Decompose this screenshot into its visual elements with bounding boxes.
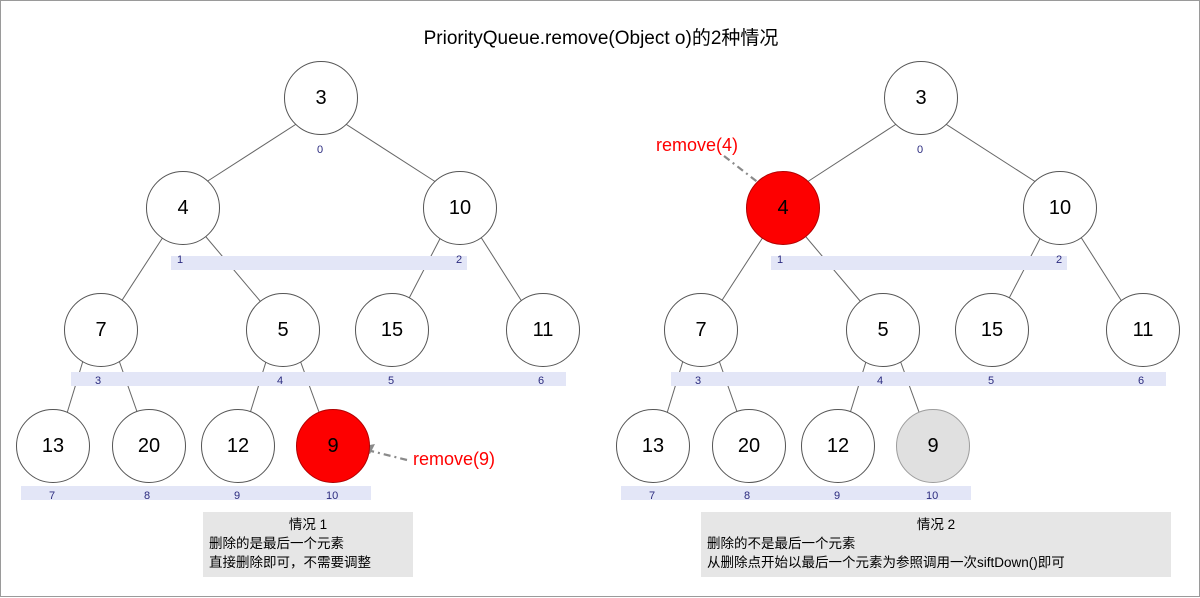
node-index: 8 bbox=[744, 490, 751, 502]
node-index: 4 bbox=[877, 375, 884, 387]
level-bar-left-1 bbox=[171, 256, 467, 270]
node-index: 2 bbox=[1056, 254, 1063, 266]
tree-node[interactable]: 5 bbox=[846, 293, 920, 367]
remove-annotation-left: remove(9) bbox=[413, 449, 496, 469]
node-index: 7 bbox=[49, 490, 56, 502]
tree-node-removed[interactable]: 9 bbox=[296, 409, 370, 483]
tree-node[interactable]: 20 bbox=[712, 409, 786, 483]
node-index: 9 bbox=[834, 490, 841, 502]
node-label: 20 bbox=[137, 434, 161, 457]
tree-node[interactable]: 11 bbox=[1106, 293, 1180, 367]
tree-node-last[interactable]: 9 bbox=[896, 409, 970, 483]
node-index: 3 bbox=[95, 375, 102, 387]
node-label: 9 bbox=[927, 434, 939, 457]
page-title: PriorityQueue.remove(Object o)的2种情况 bbox=[423, 28, 779, 49]
caption-line: 删除的是最后一个元素 bbox=[209, 536, 344, 551]
node-label: 5 bbox=[877, 318, 889, 341]
node-index: 8 bbox=[144, 490, 151, 502]
node-label: 3 bbox=[915, 86, 927, 109]
tree-node[interactable]: 20 bbox=[112, 409, 186, 483]
node-label: 13 bbox=[41, 434, 65, 457]
node-index: 3 bbox=[695, 375, 702, 387]
tree-node[interactable]: 3 bbox=[884, 61, 958, 135]
caption-line: 直接删除即可，不需要调整 bbox=[209, 555, 371, 570]
node-label: 10 bbox=[448, 196, 472, 219]
tree-node[interactable]: 13 bbox=[616, 409, 690, 483]
node-index: 1 bbox=[777, 254, 784, 266]
level-bar-left-3 bbox=[21, 486, 371, 500]
caption-head: 情况 1 bbox=[288, 517, 328, 532]
tree-node[interactable]: 7 bbox=[64, 293, 138, 367]
node-index: 0 bbox=[917, 144, 924, 156]
tree-node[interactable]: 10 bbox=[1023, 171, 1097, 245]
caption-right: 情况 2 删除的不是最后一个元素 从删除点开始以最后一个元素为参照调用一次sif… bbox=[701, 512, 1171, 577]
node-label: 20 bbox=[737, 434, 761, 457]
node-label: 3 bbox=[315, 86, 327, 109]
level-bar-left-2 bbox=[71, 372, 566, 386]
node-label: 15 bbox=[980, 318, 1004, 341]
caption-left: 情况 1 删除的是最后一个元素 直接删除即可，不需要调整 bbox=[203, 512, 413, 577]
tree-node[interactable]: 12 bbox=[801, 409, 875, 483]
node-label: 11 bbox=[1132, 318, 1154, 341]
tree-node[interactable]: 15 bbox=[955, 293, 1029, 367]
tree-node[interactable]: 10 bbox=[423, 171, 497, 245]
tree-node-removed[interactable]: 4 bbox=[746, 171, 820, 245]
caption-head: 情况 2 bbox=[916, 517, 956, 532]
node-label: 5 bbox=[277, 318, 289, 341]
node-index: 6 bbox=[1138, 375, 1145, 387]
tree-node[interactable]: 15 bbox=[355, 293, 429, 367]
tree-node[interactable]: 11 bbox=[506, 293, 580, 367]
node-index: 9 bbox=[234, 490, 241, 502]
node-index: 10 bbox=[326, 490, 339, 502]
caption-line: 从删除点开始以最后一个元素为参照调用一次siftDown()即可 bbox=[707, 555, 1065, 570]
caption-line: 删除的不是最后一个元素 bbox=[707, 536, 856, 551]
node-index: 7 bbox=[649, 490, 656, 502]
node-index: 5 bbox=[988, 375, 995, 387]
node-index: 2 bbox=[456, 254, 463, 266]
node-label: 11 bbox=[532, 318, 554, 341]
tree-node[interactable]: 13 bbox=[16, 409, 90, 483]
level-bar-right-2 bbox=[671, 372, 1166, 386]
tree-node[interactable]: 12 bbox=[201, 409, 275, 483]
node-index: 4 bbox=[277, 375, 284, 387]
node-label: 4 bbox=[177, 196, 189, 219]
node-label: 7 bbox=[695, 318, 707, 341]
level-bar-right-3 bbox=[621, 486, 971, 500]
level-bar-right-1 bbox=[771, 256, 1067, 270]
node-label: 12 bbox=[226, 434, 250, 457]
tree-node[interactable]: 4 bbox=[146, 171, 220, 245]
node-label: 9 bbox=[327, 434, 339, 457]
node-label: 10 bbox=[1048, 196, 1072, 219]
tree-node[interactable]: 5 bbox=[246, 293, 320, 367]
node-label: 15 bbox=[380, 318, 404, 341]
node-index: 5 bbox=[388, 375, 395, 387]
node-label: 7 bbox=[95, 318, 107, 341]
tree-node[interactable]: 3 bbox=[284, 61, 358, 135]
node-index: 1 bbox=[177, 254, 184, 266]
tree-node[interactable]: 7 bbox=[664, 293, 738, 367]
remove-annotation-right: remove(4) bbox=[656, 135, 739, 155]
node-index: 10 bbox=[926, 490, 939, 502]
node-label: 13 bbox=[641, 434, 665, 457]
node-index: 6 bbox=[538, 375, 545, 387]
node-label: 4 bbox=[777, 196, 789, 219]
node-label: 12 bbox=[826, 434, 850, 457]
node-index: 0 bbox=[317, 144, 324, 156]
